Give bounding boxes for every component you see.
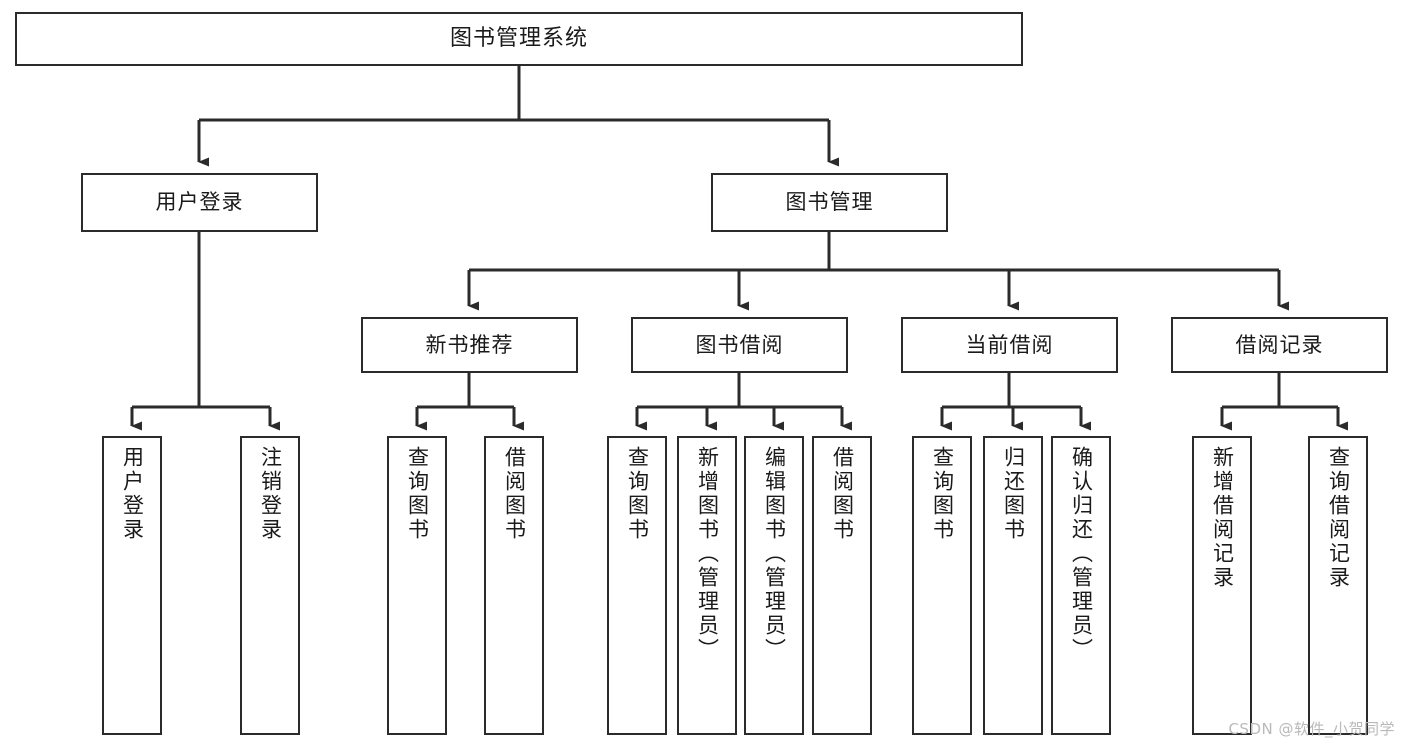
node-book-borrow-label: 图书借阅 xyxy=(695,332,784,357)
node-leaf-logout-login-label: 注销登录 xyxy=(258,446,283,542)
node-current-borrow-label: 当前借阅 xyxy=(965,332,1054,357)
node-leaf-borrow-book-2-label: 借阅图书 xyxy=(830,446,855,542)
node-root-label: 图书管理系统 xyxy=(449,26,588,52)
node-leaf-add-borrow-record-label: 新增借阅记录 xyxy=(1210,446,1235,590)
node-book-borrow[interactable]: 图书借阅 xyxy=(631,317,848,373)
node-leaf-edit-book-admin-label: 编辑图书（管理员） xyxy=(762,446,787,662)
node-root[interactable]: 图书管理系统 xyxy=(15,12,1023,66)
node-book-manage[interactable]: 图书管理 xyxy=(711,173,948,232)
node-leaf-query-book-3[interactable]: 查询图书 xyxy=(912,436,972,735)
csdn-watermark: CSDN @软件_小贺同学 xyxy=(1228,720,1395,738)
node-book-manage-label: 图书管理 xyxy=(785,190,874,215)
node-leaf-query-book-3-label: 查询图书 xyxy=(930,446,955,542)
node-new-book-recommend-label: 新书推荐 xyxy=(425,332,514,357)
node-leaf-edit-book-admin[interactable]: 编辑图书（管理员） xyxy=(744,436,804,735)
node-leaf-logout-login[interactable]: 注销登录 xyxy=(240,436,300,735)
node-leaf-query-book-1-label: 查询图书 xyxy=(405,446,430,542)
node-leaf-add-book-admin[interactable]: 新增图书（管理员） xyxy=(677,436,737,735)
node-current-borrow[interactable]: 当前借阅 xyxy=(901,317,1118,373)
node-leaf-user-login-label: 用户登录 xyxy=(120,446,145,542)
node-leaf-add-book-admin-label: 新增图书（管理员） xyxy=(695,446,720,662)
node-leaf-add-borrow-record[interactable]: 新增借阅记录 xyxy=(1192,436,1252,735)
node-leaf-borrow-book-1[interactable]: 借阅图书 xyxy=(484,436,544,735)
node-leaf-query-book-2[interactable]: 查询图书 xyxy=(607,436,667,735)
node-leaf-query-borrow-record[interactable]: 查询借阅记录 xyxy=(1308,436,1368,735)
node-leaf-confirm-return-admin[interactable]: 确认归还（管理员） xyxy=(1051,436,1111,735)
node-leaf-query-book-2-label: 查询图书 xyxy=(625,446,650,542)
node-leaf-return-book[interactable]: 归还图书 xyxy=(983,436,1043,735)
node-leaf-borrow-book-1-label: 借阅图书 xyxy=(502,446,527,542)
node-borrow-record[interactable]: 借阅记录 xyxy=(1171,317,1388,373)
node-borrow-record-label: 借阅记录 xyxy=(1235,332,1324,357)
node-leaf-query-borrow-record-label: 查询借阅记录 xyxy=(1326,446,1351,590)
node-leaf-query-book-1[interactable]: 查询图书 xyxy=(387,436,447,735)
node-leaf-return-book-label: 归还图书 xyxy=(1001,446,1026,542)
node-new-book-recommend[interactable]: 新书推荐 xyxy=(361,317,578,373)
node-user-login-label: 用户登录 xyxy=(155,190,244,215)
node-leaf-borrow-book-2[interactable]: 借阅图书 xyxy=(812,436,872,735)
node-leaf-user-login[interactable]: 用户登录 xyxy=(102,436,162,735)
node-user-login[interactable]: 用户登录 xyxy=(81,173,318,232)
node-leaf-confirm-return-admin-label: 确认归还（管理员） xyxy=(1069,446,1094,662)
